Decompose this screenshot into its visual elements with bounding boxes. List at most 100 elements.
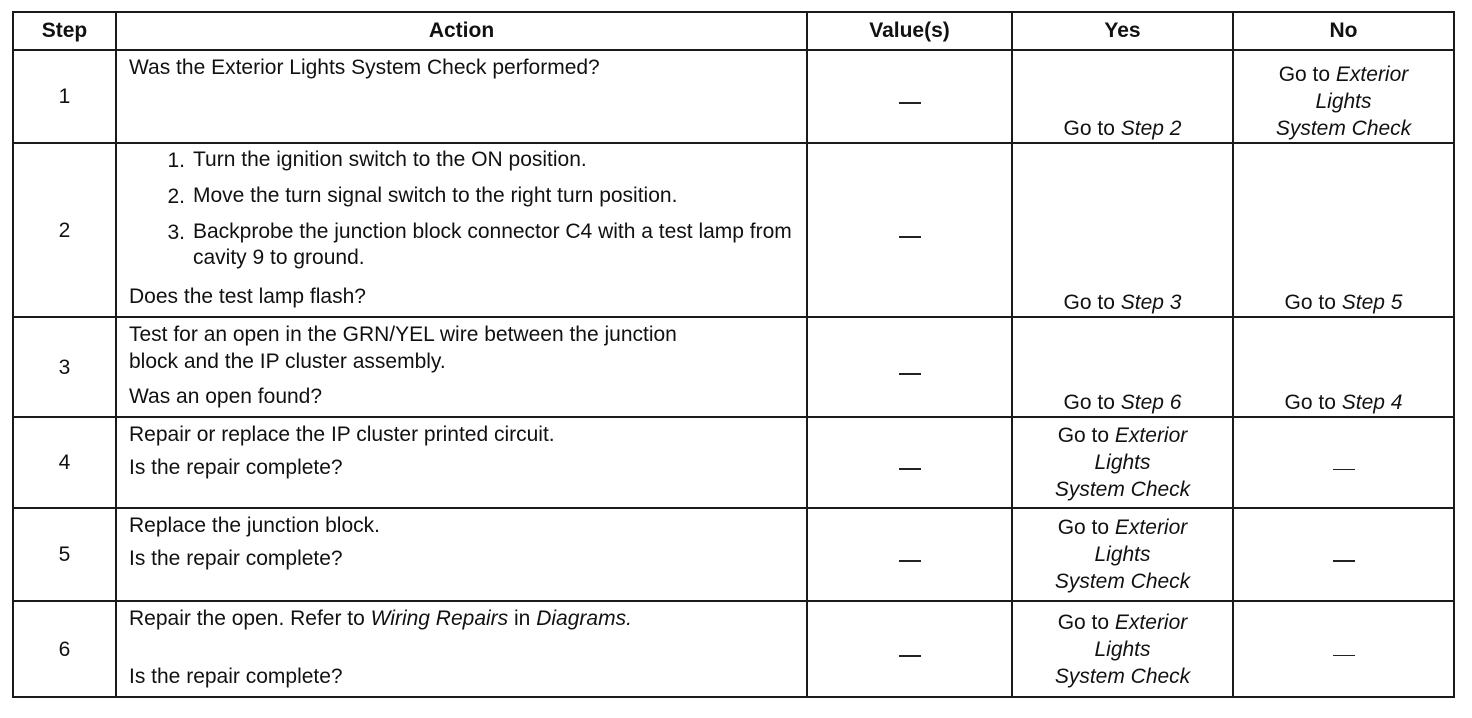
- action-cell: Replace the junction block. Is the repai…: [115, 507, 808, 602]
- value-cell: [806, 416, 1013, 509]
- yes-target: Step 3: [1120, 291, 1182, 314]
- table-row: 6 Repair the open. Refer to Wiring Repai…: [12, 600, 1455, 698]
- action-question: Is the repair complete?: [129, 456, 343, 479]
- action-cell: 1. Turn the ignition switch to the ON pos…: [115, 142, 808, 318]
- yes-cell: Go to Step 6: [1011, 316, 1234, 418]
- list-text: Move the turn signal switch to the right…: [193, 184, 678, 207]
- go-to-label: Go to: [1063, 117, 1115, 140]
- header-step: Step: [12, 11, 117, 51]
- action-steps: 1. Turn the ignition switch to the ON pos…: [129, 147, 794, 271]
- value-cell: [806, 316, 1013, 418]
- yes-target-line2: Lights: [1094, 637, 1151, 661]
- no-dash: [1332, 468, 1355, 470]
- action-cell: Test for an open in the GRN/YEL wire bet…: [115, 316, 808, 418]
- step-number: 1: [12, 49, 117, 144]
- diagrams-ref: Diagrams.: [536, 607, 632, 630]
- action-question: Is the repair complete?: [129, 547, 343, 570]
- list-number: 2.: [167, 185, 185, 208]
- header-row: Step Action Value(s) Yes No: [12, 11, 1455, 51]
- yes-cell: Go to Exterior Lights System Check: [1011, 600, 1234, 698]
- yes-target-line1: Exterior: [1114, 610, 1188, 634]
- no-dash: [1332, 655, 1355, 657]
- go-to-label: Go to: [1057, 424, 1110, 447]
- action-cell: Repair the open. Refer to Wiring Repairs…: [115, 600, 808, 698]
- step-number: 2: [12, 142, 117, 318]
- value-dash: [898, 372, 921, 375]
- header-values: Value(s): [806, 11, 1013, 51]
- no-cell: Go to Step 4: [1232, 316, 1455, 418]
- go-to-label: Go to: [1057, 516, 1110, 539]
- no-cell: [1232, 600, 1455, 698]
- yes-target-line2: Lights: [1094, 543, 1151, 566]
- yes-target: Step 2: [1120, 117, 1182, 140]
- value-dash: [898, 102, 921, 105]
- yes-target: Step 6: [1120, 391, 1182, 414]
- list-item: 2. Move the turn signal switch to the rig…: [129, 183, 794, 210]
- wiring-repairs-ref: Wiring Repairs: [370, 607, 509, 630]
- step-number: 4: [12, 416, 117, 509]
- list-number: 1.: [167, 149, 185, 172]
- table-row: 3 Test for an open in the GRN/YEL wire b…: [12, 316, 1455, 418]
- action-text: Test for an open in the GRN/YEL wire bet…: [129, 323, 677, 373]
- step-number: 5: [12, 507, 117, 602]
- action-text: Was the Exterior Lights System Check per…: [129, 56, 600, 79]
- no-target: Step 4: [1341, 391, 1403, 414]
- yes-cell: Go to Exterior Lights System Check: [1011, 416, 1234, 509]
- step-number: 3: [12, 316, 117, 418]
- list-text: Turn the ignition switch to the ON posit…: [193, 148, 587, 171]
- table-row: 1 Was the Exterior Lights System Check p…: [12, 49, 1455, 144]
- list-item: 3. Backprobe the junction block connector…: [129, 219, 794, 271]
- action-text: Replace the junction block.: [129, 514, 380, 537]
- yes-cell: Go to Step 2: [1011, 49, 1234, 144]
- header-action: Action: [115, 11, 808, 51]
- no-dash: [1332, 560, 1355, 563]
- action-question: Does the test lamp flash?: [129, 285, 366, 308]
- action-cell: Was the Exterior Lights System Check per…: [115, 49, 808, 144]
- value-dash: [898, 468, 921, 471]
- table-row: 2 1. Turn the ignition switch to the ON p…: [12, 142, 1455, 318]
- list-item: 1. Turn the ignition switch to the ON pos…: [129, 147, 794, 174]
- action-question: Is the repair complete?: [129, 665, 343, 688]
- go-to-label: Go to: [1284, 291, 1336, 314]
- value-dash: [898, 560, 921, 563]
- no-cell: Go to Exterior Lights System Check: [1232, 49, 1455, 144]
- action-text: Repair the open. Refer to Wiring Repairs…: [129, 605, 794, 632]
- go-to-label: Go to: [1278, 63, 1331, 86]
- go-to-label: Go to: [1284, 391, 1336, 414]
- action-cell: Repair or replace the IP cluster printed…: [115, 416, 808, 509]
- header-no: No: [1232, 11, 1455, 51]
- yes-target-line1: Exterior: [1114, 424, 1188, 447]
- table-row: 5 Replace the junction block. Is the rep…: [12, 507, 1455, 602]
- no-cell: [1232, 507, 1455, 602]
- yes-target-line3: System Check: [1054, 570, 1191, 593]
- value-cell: [806, 49, 1013, 144]
- yes-target-line3: System Check: [1054, 478, 1191, 501]
- no-cell: [1232, 416, 1455, 509]
- header-yes: Yes: [1011, 11, 1234, 51]
- action-text: Repair or replace the IP cluster printed…: [129, 423, 555, 446]
- go-to-label: Go to: [1063, 391, 1115, 414]
- list-text: Backprobe the junction block connector C…: [193, 220, 792, 269]
- yes-cell: Go to Step 3: [1011, 142, 1234, 318]
- no-cell: Go to Step 5: [1232, 142, 1455, 318]
- diagnostic-table: Step Action Value(s) Yes No 1 Was the Ex…: [12, 11, 1455, 698]
- yes-target-line2: Lights: [1094, 451, 1151, 474]
- go-to-label: Go to: [1063, 291, 1115, 314]
- action-text-mid: in: [514, 607, 531, 630]
- value-dash: [898, 235, 921, 238]
- go-to-label: Go to: [1057, 610, 1110, 634]
- no-target-line2: Lights: [1315, 90, 1372, 113]
- value-dash: [898, 654, 921, 657]
- value-cell: [806, 600, 1013, 698]
- action-text-pre: Repair the open. Refer to: [129, 607, 365, 630]
- yes-cell: Go to Exterior Lights System Check: [1011, 507, 1234, 602]
- value-cell: [806, 507, 1013, 602]
- no-target-line3: System Check: [1275, 117, 1412, 140]
- action-question: Was an open found?: [129, 385, 323, 408]
- step-number: 6: [12, 600, 117, 698]
- value-cell: [806, 142, 1013, 318]
- list-number: 3.: [167, 221, 185, 244]
- table-row: 4 Repair or replace the IP cluster print…: [12, 416, 1455, 509]
- yes-target-line1: Exterior: [1114, 516, 1188, 539]
- no-target-line1: Exterior: [1335, 63, 1409, 86]
